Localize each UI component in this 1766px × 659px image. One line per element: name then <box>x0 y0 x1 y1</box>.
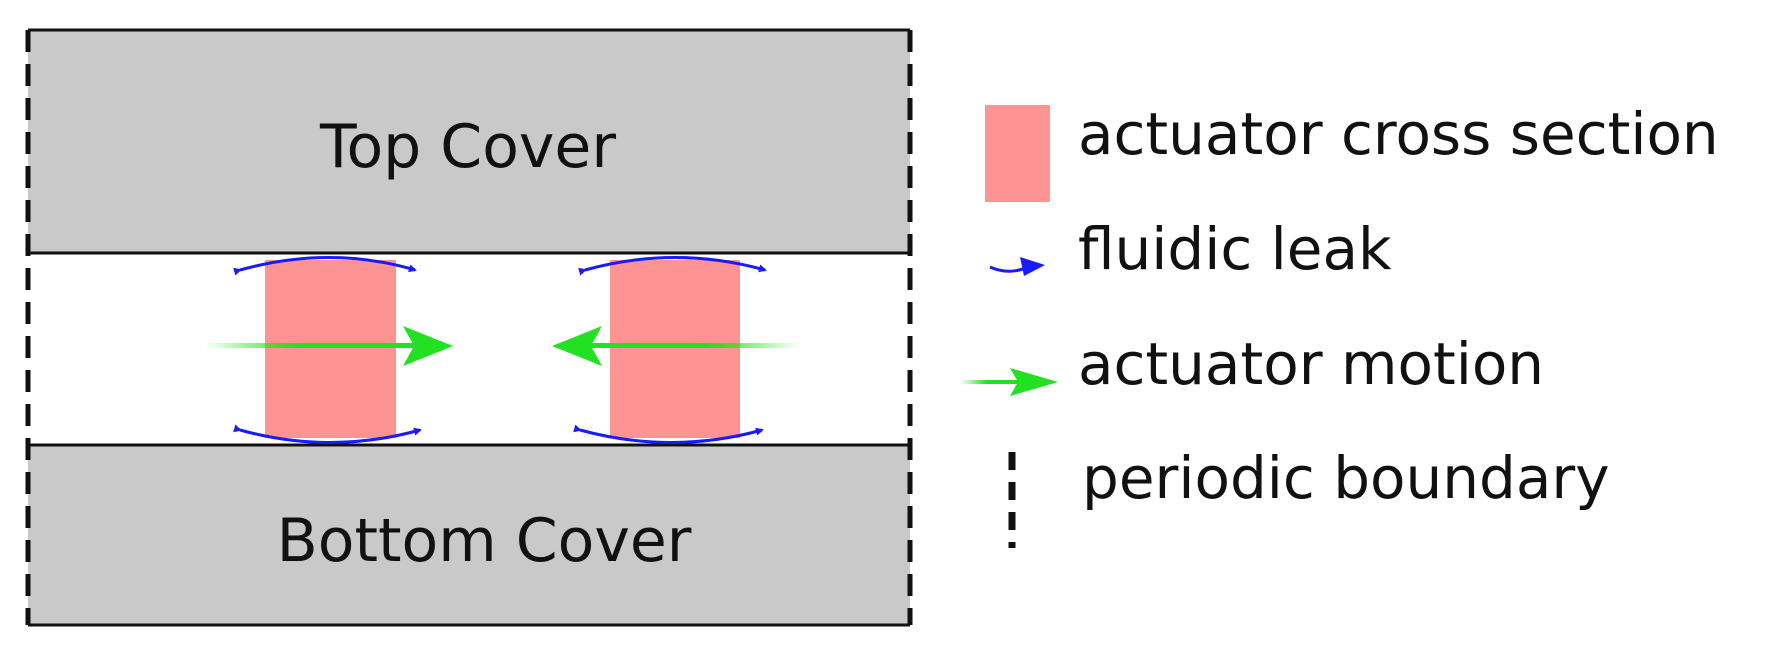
legend-motion-label: actuator motion <box>1078 330 1544 398</box>
legend-actuator-label: actuator cross section <box>1078 100 1719 168</box>
legend-motion-icon <box>960 368 1058 396</box>
fluidic-leak-arrows <box>233 256 767 444</box>
motion-arrow-left <box>552 326 800 366</box>
motion-arrow-right <box>205 326 453 366</box>
bottom-cover <box>28 445 910 625</box>
legend-actuator-swatch <box>985 105 1050 202</box>
top-cover <box>28 30 910 253</box>
actuator-left <box>265 260 396 438</box>
legend-boundary-label: periodic boundary <box>1082 444 1610 512</box>
bottom-cover-label: Bottom Cover <box>277 506 692 576</box>
top-cover-label: Top Cover <box>319 112 616 182</box>
legend: actuator cross section fluidic leak actu… <box>960 100 1719 548</box>
legend-leak-arrowhead <box>1020 257 1045 276</box>
actuator-right <box>610 260 740 438</box>
legend-leak-label: fluidic leak <box>1078 215 1392 283</box>
